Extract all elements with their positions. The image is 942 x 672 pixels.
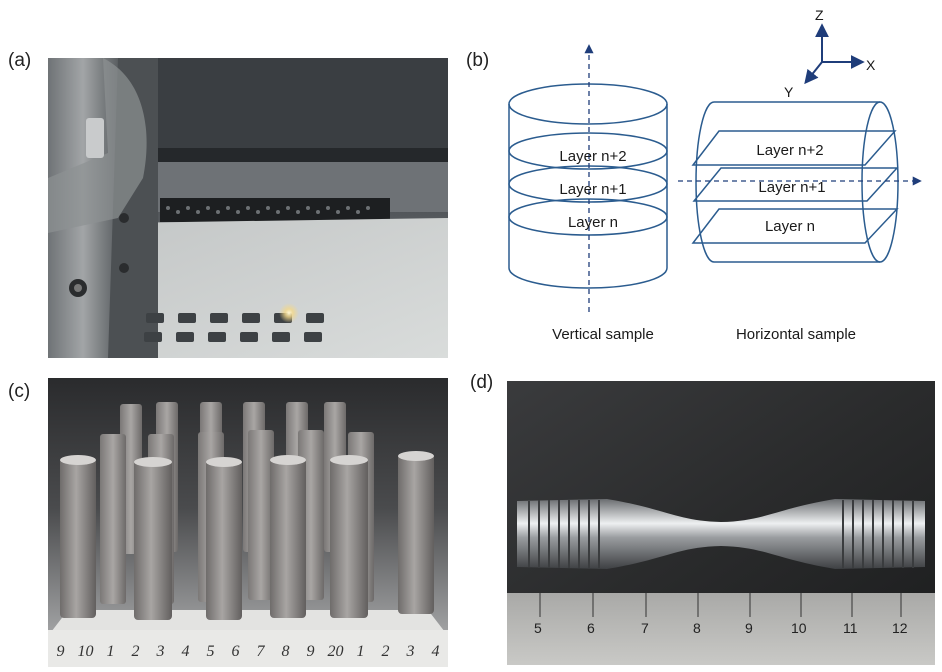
printed-rods-photo: 9 10 1 2 3 4 5 6 7 8 9 20 1 2 3 4 xyxy=(48,378,448,667)
panel-label-c: (c) xyxy=(8,381,31,402)
horizontal-layer-n: Layer n xyxy=(765,218,815,235)
ruler-d-label: 8 xyxy=(693,620,701,636)
ruler-d-label: 5 xyxy=(534,620,542,636)
ruler-d-label: 7 xyxy=(641,620,649,636)
ruler-c-label: 3 xyxy=(156,643,165,660)
ruler-c-label: 2 xyxy=(381,643,390,660)
ruler-c-label: 20 xyxy=(327,643,344,660)
printer-chamber-photo xyxy=(48,58,448,358)
coordinate-axes xyxy=(804,23,865,85)
ruler-c-label: 1 xyxy=(356,643,365,660)
ruler-c-label: 9 xyxy=(306,643,315,660)
horizontal-layer-n1: Layer n+1 xyxy=(758,179,825,196)
panel-label-b: (b) xyxy=(466,50,490,71)
horizontal-sample-cylinder xyxy=(691,101,899,263)
ruler-c-label: 10 xyxy=(77,643,94,660)
ruler-c-label: 9 xyxy=(56,643,65,660)
panel-label-d: (d) xyxy=(470,372,494,393)
ruler-c-label: 7 xyxy=(256,643,265,660)
build-orientation-diagram: Z X Y Layer n+2 Layer n+1 Layer n Vertic… xyxy=(490,0,942,365)
ruler-c-label: 1 xyxy=(106,643,115,660)
ruler-d-label: 10 xyxy=(791,620,807,636)
horizontal-layer-n2: Layer n+2 xyxy=(756,142,823,159)
horizontal-sample-caption: Horizontal sample xyxy=(736,326,856,343)
ruler-d: 5 6 7 8 9 10 11 12 xyxy=(507,620,935,640)
panel-label-a: (a) xyxy=(8,50,32,71)
axis-label-z: Z xyxy=(815,7,824,23)
ruler-d-label: 6 xyxy=(587,620,595,636)
fatigue-specimen-photo: 5 6 7 8 9 10 11 12 xyxy=(507,381,935,665)
axis-label-x: X xyxy=(866,57,876,73)
ruler-c-label: 4 xyxy=(181,643,190,660)
ruler-c-label: 3 xyxy=(406,643,415,660)
ruler-d-label: 11 xyxy=(843,620,858,636)
ruler-c-label: 6 xyxy=(231,643,240,660)
vertical-layer-n1: Layer n+1 xyxy=(559,181,626,198)
vertical-layer-n2: Layer n+2 xyxy=(559,148,626,165)
ruler-c-label: 4 xyxy=(431,643,440,660)
ruler-c-label: 5 xyxy=(206,643,215,660)
vertical-sample-caption: Vertical sample xyxy=(552,326,654,343)
axis-label-y: Y xyxy=(784,84,794,100)
vertical-sample-cylinder xyxy=(508,83,668,289)
ruler-c-label: 2 xyxy=(131,643,140,660)
ruler-c: 9 10 1 2 3 4 5 6 7 8 9 20 1 2 3 4 xyxy=(48,643,448,665)
ruler-c-label: 8 xyxy=(281,643,290,660)
vertical-layer-n: Layer n xyxy=(568,214,618,231)
ruler-d-label: 9 xyxy=(745,620,753,636)
ruler-d-label: 12 xyxy=(892,620,908,636)
